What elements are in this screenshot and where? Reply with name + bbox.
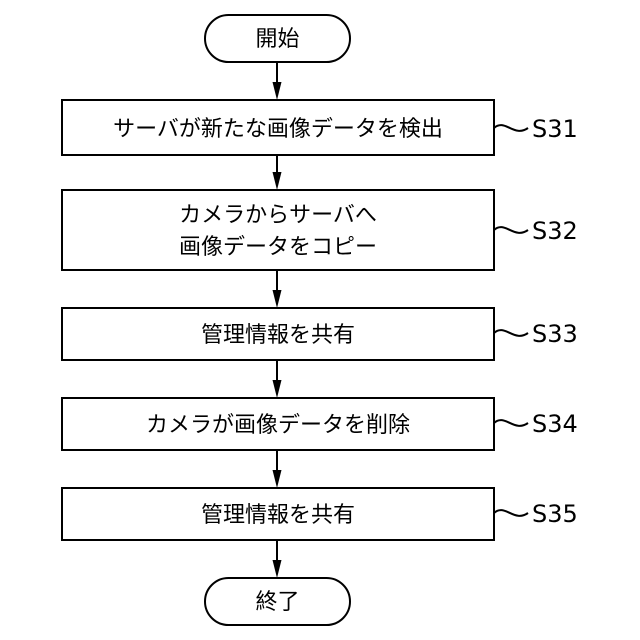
arrow-s31-to-s32 (273, 155, 282, 190)
end-terminal: 終了 (205, 578, 350, 625)
label-leader-line (494, 227, 528, 233)
arrow-s35-to-end (273, 540, 282, 578)
arrowhead (273, 560, 282, 578)
step-label-s32: S32 (532, 217, 578, 245)
arrow-s33-to-s34 (273, 360, 282, 398)
label-leader-line (494, 420, 528, 426)
step-label-s35: S35 (532, 500, 578, 528)
arrowhead (273, 82, 282, 100)
arrow-start-to-s31 (273, 62, 282, 100)
arrowhead (273, 380, 282, 398)
label-leader-line (494, 330, 528, 336)
process-text: 管理情報を共有 (201, 503, 355, 528)
start-terminal-label: 開始 (255, 27, 299, 52)
arrow-s32-to-s33 (273, 270, 282, 308)
process-step-s33: 管理情報を共有 S33 (62, 308, 578, 360)
process-text: 管理情報を共有 (201, 323, 355, 348)
start-terminal: 開始 (205, 15, 350, 62)
step-label-s34: S34 (532, 410, 578, 438)
process-step-s31: サーバが新たな画像データを検出 S31 (62, 100, 578, 155)
label-leader-line (494, 510, 528, 516)
process-text-line-1: カメラからサーバへ (179, 203, 377, 228)
process-text: カメラが画像データを削除 (146, 413, 410, 438)
step-label-s31: S31 (532, 115, 578, 143)
process-text: サーバが新たな画像データを検出 (113, 117, 443, 142)
arrowhead (273, 290, 282, 308)
arrowhead (273, 470, 282, 488)
process-step-s34: カメラが画像データを削除 S34 (62, 398, 578, 450)
process-step-s32: カメラからサーバへ 画像データをコピー S32 (62, 190, 578, 270)
process-step-s35: 管理情報を共有 S35 (62, 488, 578, 540)
arrowhead (273, 172, 282, 190)
end-terminal-label: 終了 (255, 590, 299, 615)
arrow-s34-to-s35 (273, 450, 282, 488)
label-leader-line (494, 125, 528, 131)
process-text-line-2: 画像データをコピー (179, 235, 377, 260)
step-label-s33: S33 (532, 320, 578, 348)
